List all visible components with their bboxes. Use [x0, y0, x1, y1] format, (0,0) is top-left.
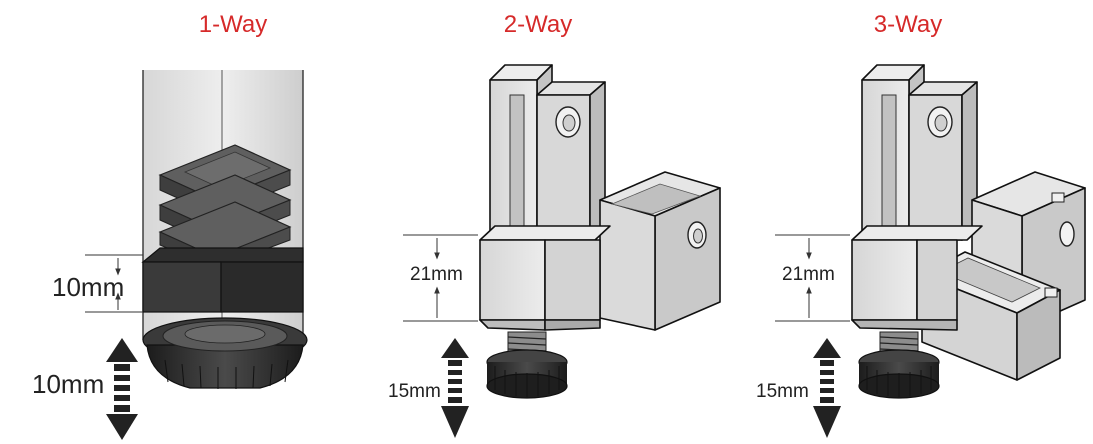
panel-title: 1-Way — [199, 11, 267, 38]
adjust-arrow: 10mm — [32, 338, 138, 440]
leveling-screw — [858, 331, 940, 399]
leveling-screw — [486, 331, 568, 399]
adjust-range-label: 15mm — [388, 381, 441, 402]
body-height-label: 21mm — [410, 264, 463, 285]
insert-collar — [141, 247, 304, 313]
side-arm — [599, 171, 721, 331]
round-foot — [142, 317, 308, 389]
body-height-dimension: 21mm — [775, 234, 850, 322]
adjust-arrow: 15mm — [756, 338, 841, 438]
adjust-arrow: 15mm — [388, 338, 469, 438]
panel-3-way: 3-Way — [756, 11, 1086, 438]
insert-height-label: 10mm — [52, 272, 124, 302]
insert-height-dimension: 10mm — [52, 254, 143, 313]
base-block — [851, 225, 983, 331]
panel-1-way: 1-Way — [32, 11, 308, 440]
base-block — [479, 225, 611, 331]
panel-title: 2-Way — [504, 11, 572, 38]
panel-title: 3-Way — [874, 11, 942, 38]
body-height-dimension: 21mm — [403, 234, 478, 322]
panel-2-way: 2-Way — [388, 11, 721, 438]
adjust-range-label: 15mm — [756, 381, 809, 402]
upright-clamp — [489, 64, 606, 241]
body-height-label: 21mm — [782, 264, 835, 285]
adjust-range-label: 10mm — [32, 369, 104, 399]
upright-clamp — [861, 64, 978, 241]
